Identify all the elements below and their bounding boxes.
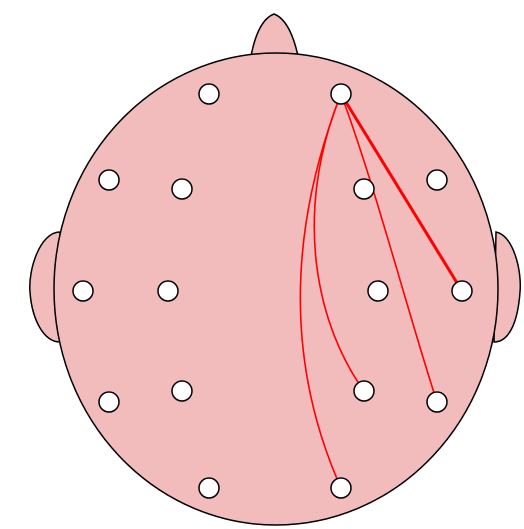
scalp-outline	[54, 53, 498, 525]
electrode-e12	[172, 381, 192, 401]
electrode-e16	[331, 478, 351, 498]
electrode-e15	[199, 478, 219, 498]
electrode-e8	[158, 281, 178, 301]
electrode-e7	[73, 281, 93, 301]
electrode-e1	[199, 84, 219, 104]
electrode-e14	[427, 392, 447, 412]
electrode-e4	[172, 179, 192, 199]
electrode-e2	[331, 84, 351, 104]
electrode-e11	[99, 392, 119, 412]
electrode-e3	[99, 170, 119, 190]
electrode-e6	[427, 170, 447, 190]
nose-shape	[251, 14, 298, 56]
electrode-e10	[452, 281, 472, 301]
electrode-e5	[354, 179, 374, 199]
electrode-e9	[368, 281, 388, 301]
electrode-e13	[354, 381, 374, 401]
